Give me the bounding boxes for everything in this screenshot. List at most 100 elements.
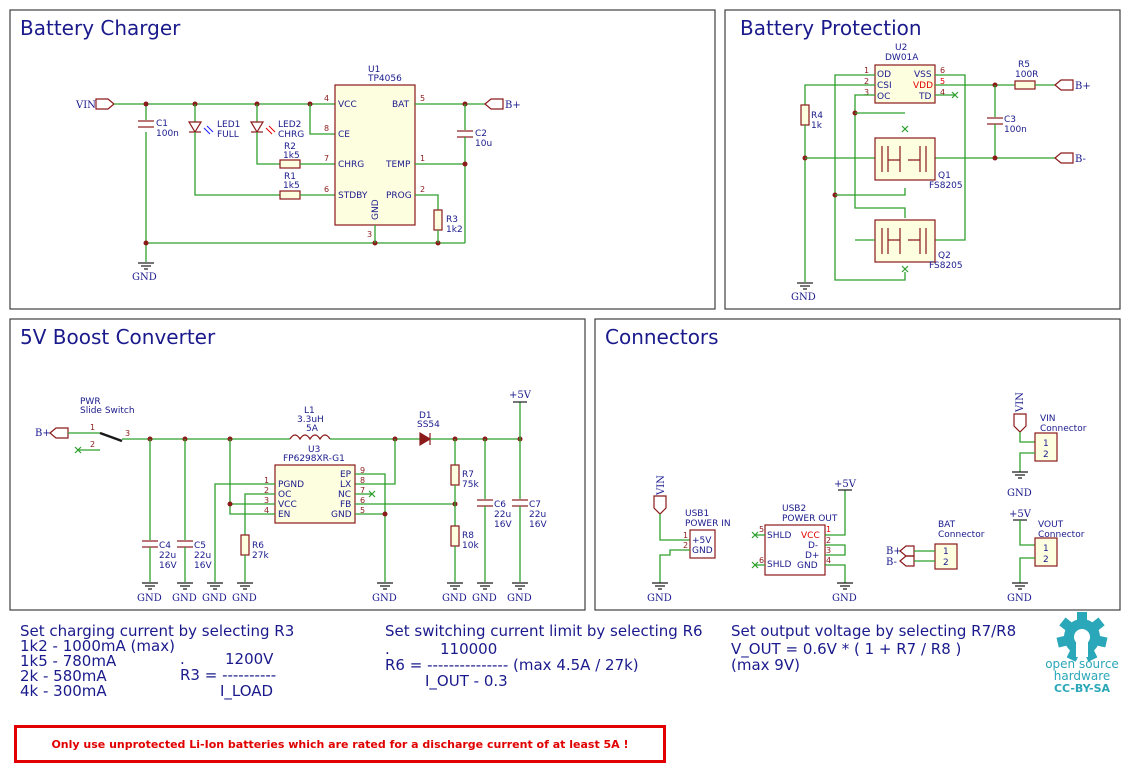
net-label-5v-boost: +5V <box>509 390 532 401</box>
gnd-symbol-icon <box>652 582 668 590</box>
l1-inductor-icon <box>289 434 331 441</box>
warning-box: Only use unprotected Li-Ion batteries wh… <box>14 725 666 763</box>
u3-num-oc: 2 <box>264 486 269 495</box>
charger-circuit: VIN C1 100n GND LED1 FULL <box>75 65 521 283</box>
r6-resistor <box>240 534 250 556</box>
l1-ref: L1 <box>304 406 315 416</box>
q1-value: FS8205 <box>929 181 963 191</box>
vin-connector-value: Connector <box>1040 424 1087 434</box>
net-label-gnd-vin-conn: GND <box>1007 488 1032 499</box>
r4-ref: R4 <box>811 111 823 121</box>
bplus-port-icon <box>484 98 504 110</box>
net-label-gnd-charger: GND <box>132 272 157 283</box>
svg-text:1: 1 <box>1043 439 1049 449</box>
svg-text:3: 3 <box>125 429 130 438</box>
frame-connectors <box>594 318 1121 611</box>
oshw-logo-icon <box>1056 612 1108 662</box>
u2-pin-od: OD <box>877 70 891 80</box>
net-label-bplus-boost: B+ <box>35 428 51 439</box>
bminus-port-icon <box>1054 152 1074 164</box>
c6-value: 22u <box>494 510 511 520</box>
net-label-5v-vout: +5V <box>1009 509 1032 520</box>
net-label-bminus: B- <box>1075 154 1086 165</box>
vin-conn-port-icon <box>1013 413 1027 433</box>
gnd-symbol-icon <box>837 582 853 590</box>
usb2-ref: USB2 <box>782 504 806 514</box>
frame-boost-converter <box>9 318 586 611</box>
usb2-pin-gnd: GND <box>797 561 818 571</box>
oshw-license: CC-BY-SA <box>1053 682 1111 695</box>
u1-num-temp: 1 <box>420 154 425 163</box>
u1-value: TP4056 <box>367 74 402 84</box>
gnd-symbol-icon <box>797 282 813 290</box>
q2-ref: Q2 <box>938 251 951 261</box>
u2-ref: U2 <box>895 43 907 53</box>
svg-text:5: 5 <box>759 525 764 534</box>
protection-circuit: U2 DW01A OD CSI OC VSS VDD TD 1 2 3 6 5 … <box>791 43 1091 303</box>
net-label-5v-usb2: +5V <box>834 479 857 490</box>
r1-value: 1k5 <box>283 181 300 191</box>
u3-num-fb: 6 <box>360 496 365 505</box>
net-label-gnd-u3: GND <box>202 593 227 604</box>
u3-num-ep: 9 <box>360 466 365 475</box>
u2-pin-oc: OC <box>877 92 890 102</box>
u3-pin-en: EN <box>278 510 290 520</box>
title-connectors: Connectors <box>605 325 719 349</box>
net-label-bminus-conn: B- <box>886 557 897 568</box>
u1-num-bat: 5 <box>420 94 425 103</box>
frame-battery-protection <box>724 9 1121 310</box>
svg-text:2: 2 <box>943 558 949 568</box>
net-label-vin-conn: VIN <box>1015 392 1026 413</box>
u1-pin-gnd: GND <box>371 199 381 220</box>
r7-value: 75k <box>462 480 479 490</box>
u3-pin-nc: NC <box>338 490 351 500</box>
u1-ref: U1 <box>368 65 380 75</box>
note3-line1: V_OUT = 0.6V * ( 1 + R7 / R8 ) <box>731 640 961 659</box>
u2-num-vss: 6 <box>940 66 945 75</box>
r4-value: 1k <box>811 121 823 131</box>
u2-pin-vdd: VDD <box>913 81 933 91</box>
connectors-circuit: VIN USB1 POWER IN +5V GND 1 2 GND USB2 P… <box>647 392 1087 604</box>
net-label-gnd-ep: GND <box>372 593 397 604</box>
switch-ref: PWR <box>80 397 101 407</box>
r6-ref: R6 <box>252 541 264 551</box>
net-label-gnd-c4: GND <box>137 593 162 604</box>
r6-value: 27k <box>252 551 269 561</box>
title-battery-protection: Battery Protection <box>740 16 922 40</box>
frame-battery-charger <box>9 9 716 310</box>
r8-ref: R8 <box>462 531 474 541</box>
usb2-pin-vcc: VCC <box>801 531 820 541</box>
q2-value: FS8205 <box>929 261 963 271</box>
slide-switch-icon[interactable] <box>99 431 123 443</box>
usb1-value: POWER IN <box>685 519 731 529</box>
note1-dot: . <box>180 650 185 668</box>
u1-pin-vcc: VCC <box>338 100 357 110</box>
q1-ref: Q1 <box>938 171 951 181</box>
led2-value: CHRG <box>278 130 304 140</box>
d1-diode-icon <box>419 431 432 447</box>
u3-pin-oc: OC <box>278 490 291 500</box>
c3-ref: C3 <box>1004 115 1016 125</box>
u1-num-vcc: 4 <box>324 94 329 103</box>
gnd-symbol-icon <box>1012 471 1028 479</box>
d1-value: SS54 <box>417 420 440 430</box>
led2-ref: LED2 <box>278 120 301 130</box>
vin-connector-ref: VIN <box>1040 414 1056 424</box>
u1-pin-stdby: STDBY <box>338 191 368 201</box>
oshw-line1: open source <box>1045 657 1119 671</box>
u2-num-od: 1 <box>864 66 869 75</box>
u3-num-pgnd: 1 <box>264 476 269 485</box>
net-label-vin-usb1: VIN <box>656 475 667 496</box>
r1-resistor <box>279 190 301 200</box>
r8-value: 10k <box>462 541 479 551</box>
note2-title: Set switching current limit by selecting… <box>385 622 703 640</box>
bplus-protection-port-icon <box>1054 79 1074 91</box>
c4-voltage: 16V <box>159 561 177 571</box>
u1-pin-prog: PROG <box>386 191 412 201</box>
l1-current: 5A <box>306 424 319 434</box>
vin-port-icon <box>95 98 115 110</box>
r7-ref: R7 <box>462 470 474 480</box>
r2-value: 1k5 <box>283 151 300 161</box>
note3-line2: (max 9V) <box>731 656 800 674</box>
